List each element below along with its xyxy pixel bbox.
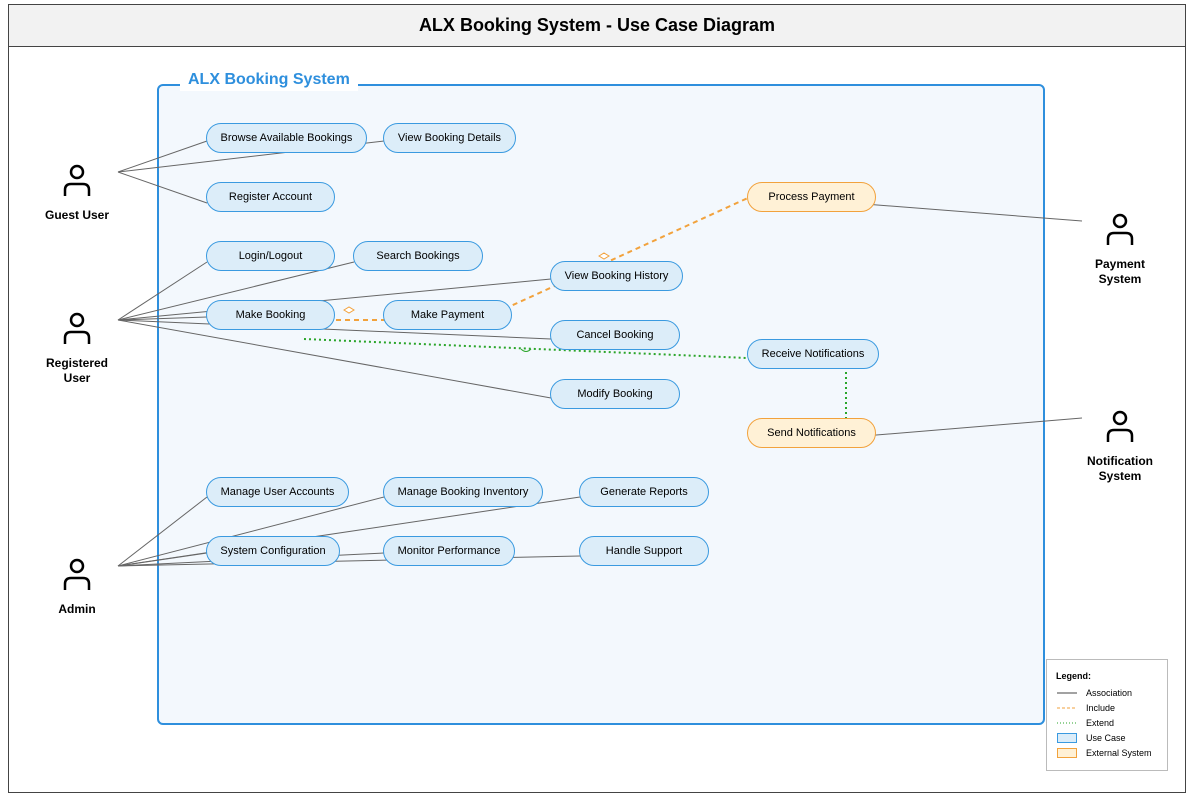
- actor-label-line1: Payment: [1094, 257, 1146, 271]
- legend-title: Legend:: [1056, 671, 1091, 681]
- external-system-swatch: [1057, 748, 1077, 758]
- use-case-handle-support[interactable]: Handle Support: [579, 536, 709, 566]
- use-case-swatch: [1057, 733, 1077, 743]
- legend-row-association: Association: [1057, 686, 1132, 700]
- legend-row-use-case: Use Case: [1057, 731, 1126, 745]
- assoc-registered-history: [117, 278, 552, 321]
- legend-label: Use Case: [1086, 733, 1126, 743]
- use-case-generate-reports[interactable]: Generate Reports: [579, 477, 709, 507]
- use-case-monitor-performance[interactable]: Monitor Performance: [383, 536, 515, 566]
- person-icon: [1106, 213, 1134, 245]
- extend-make-booking-receive-notifications: [303, 338, 748, 359]
- include-marker-2: [598, 252, 610, 260]
- use-case-register-account[interactable]: Register Account: [206, 182, 335, 212]
- legend-label: Include: [1086, 703, 1116, 713]
- assoc-registered-search: [117, 261, 355, 321]
- actor-notification-system: Notification System: [1075, 410, 1165, 484]
- include-marker-1: [343, 306, 355, 314]
- diagram-title: ALX Booking System - Use Case Diagram: [9, 5, 1185, 47]
- person-icon: [63, 558, 91, 590]
- use-case-make-booking[interactable]: Make Booking: [206, 300, 335, 330]
- use-case-manage-user-accounts[interactable]: Manage User Accounts: [206, 477, 349, 507]
- actor-label: Guest User: [44, 208, 110, 222]
- actor-label-line2: System: [1098, 469, 1142, 483]
- actor-label-line2: User: [63, 371, 91, 385]
- actor-admin: Admin: [37, 558, 117, 617]
- actor-payment-system: Payment System: [1075, 213, 1165, 287]
- legend: Legend: Association Include Extend Use C…: [1046, 659, 1168, 771]
- assoc-admin-inventory: [117, 496, 385, 567]
- use-case-make-payment[interactable]: Make Payment: [383, 300, 512, 330]
- assoc-guest-register: [117, 171, 208, 204]
- actor-guest-user: Guest User: [37, 164, 117, 223]
- assoc-admin-config: [117, 552, 208, 567]
- assoc-registered-cancel: [117, 319, 552, 340]
- include-make-payment-process-payment: [479, 196, 751, 321]
- legend-row-extend: Extend: [1057, 716, 1114, 730]
- assoc-registered-login: [117, 261, 208, 321]
- assoc-registered-make-booking: [117, 316, 208, 321]
- system-boundary-label: ALX Booking System: [180, 69, 358, 91]
- include-line-icon: [1057, 707, 1077, 709]
- legend-label: Extend: [1086, 718, 1115, 728]
- legend-label: Association: [1086, 688, 1133, 698]
- use-case-receive-notifications[interactable]: Receive Notifications: [747, 339, 879, 369]
- association-line-icon: [1057, 692, 1077, 694]
- use-case-modify-booking[interactable]: Modify Booking: [550, 379, 680, 409]
- person-icon: [1106, 410, 1134, 442]
- actor-label-line1: Registered: [45, 356, 109, 370]
- use-case-process-payment[interactable]: Process Payment: [747, 182, 876, 212]
- assoc-guest-browse: [117, 140, 208, 173]
- use-case-view-booking-history[interactable]: View Booking History: [550, 261, 683, 291]
- assoc-admin-manage-users: [117, 496, 208, 567]
- use-case-search-bookings[interactable]: Search Bookings: [353, 241, 483, 271]
- legend-row-include: Include: [1057, 701, 1115, 715]
- use-case-system-configuration[interactable]: System Configuration: [206, 536, 340, 566]
- extend-line-icon: [1057, 722, 1077, 724]
- person-icon: [63, 312, 91, 344]
- actor-label-line1: Notification: [1087, 454, 1153, 468]
- use-case-cancel-booking[interactable]: Cancel Booking: [550, 320, 680, 350]
- use-case-view-booking-details[interactable]: View Booking Details: [383, 123, 516, 153]
- use-case-browse-bookings[interactable]: Browse Available Bookings: [206, 123, 367, 153]
- use-case-login-logout[interactable]: Login/Logout: [206, 241, 335, 271]
- actor-label: Admin: [58, 602, 96, 616]
- actor-registered-user: Registered User: [37, 312, 117, 386]
- actor-label-line2: System: [1098, 272, 1142, 286]
- extend-marker: [520, 348, 532, 352]
- legend-row-external-system: External System: [1057, 746, 1152, 760]
- use-case-manage-booking-inventory[interactable]: Manage Booking Inventory: [383, 477, 543, 507]
- person-icon: [63, 164, 91, 196]
- assoc-registered-modify: [117, 319, 552, 399]
- use-case-send-notifications[interactable]: Send Notifications: [747, 418, 876, 448]
- assoc-payment-system: [851, 202, 1083, 222]
- legend-label: External System: [1086, 748, 1152, 758]
- assoc-notification-system: [851, 417, 1083, 438]
